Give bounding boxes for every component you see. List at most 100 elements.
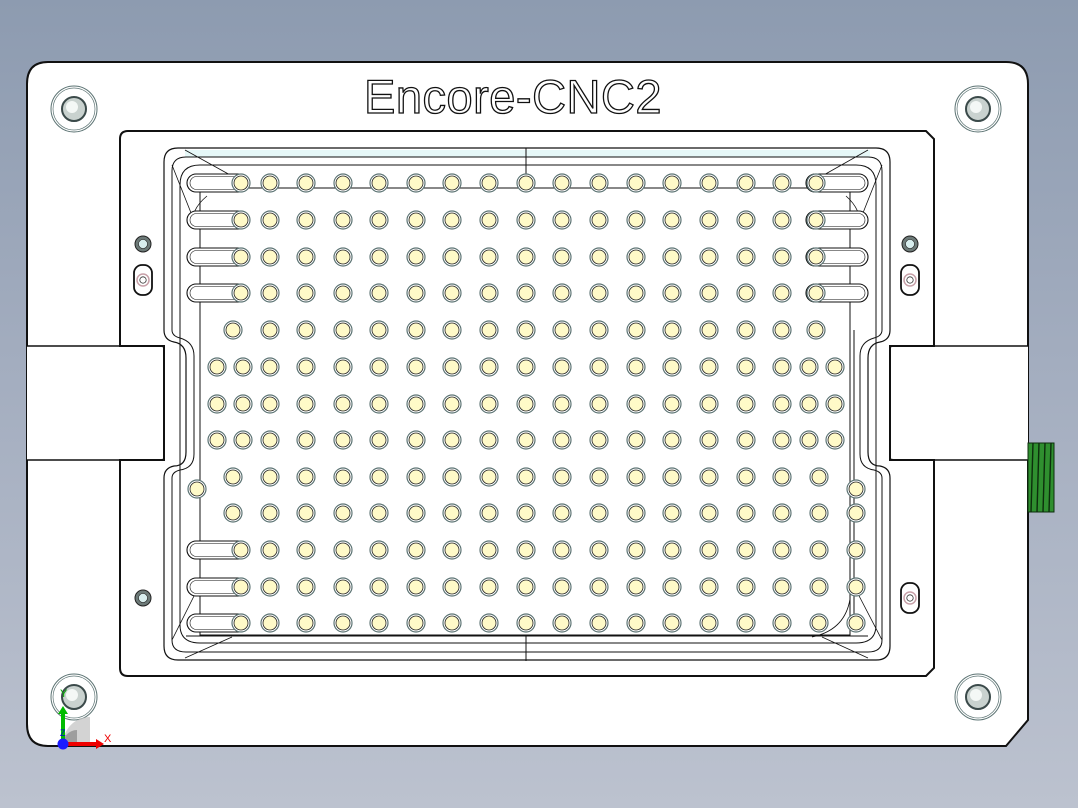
vacuum-hole <box>406 394 426 414</box>
vacuum-hole <box>296 247 316 267</box>
vacuum-hole <box>231 173 251 193</box>
vacuum-hole <box>825 357 845 377</box>
vacuum-hole <box>589 430 609 450</box>
vacuum-hole <box>626 394 646 414</box>
vacuum-hole <box>772 173 792 193</box>
vacuum-hole <box>552 394 572 414</box>
vacuum-hole <box>406 503 426 523</box>
vacuum-hole <box>260 320 280 340</box>
vacuum-hole <box>626 357 646 377</box>
vacuum-hole <box>260 613 280 633</box>
vacuum-hole <box>772 613 792 633</box>
vacuum-hole <box>626 320 646 340</box>
vacuum-hole <box>662 357 682 377</box>
vacuum-hole <box>662 540 682 560</box>
vacuum-hole <box>626 613 646 633</box>
vacuum-hole <box>516 283 536 303</box>
vacuum-hole <box>479 247 499 267</box>
vacuum-hole <box>516 613 536 633</box>
vacuum-hole <box>699 173 719 193</box>
right-handle-recess <box>879 345 1028 461</box>
vacuum-hole <box>626 210 646 230</box>
vacuum-hole <box>772 577 792 597</box>
vacuum-hole <box>772 430 792 450</box>
vacuum-hole <box>296 283 316 303</box>
vacuum-hole <box>662 430 682 450</box>
vacuum-hole <box>369 540 389 560</box>
vacuum-hole <box>806 283 826 303</box>
vacuum-hole <box>516 577 536 597</box>
vacuum-hole <box>479 577 499 597</box>
vacuum-hole <box>699 467 719 487</box>
vacuum-hole <box>296 577 316 597</box>
vacuum-hole <box>369 430 389 450</box>
vacuum-hole <box>369 613 389 633</box>
vacuum-hole <box>479 394 499 414</box>
vacuum-hole <box>479 283 499 303</box>
vacuum-hole <box>772 357 792 377</box>
dowel-pin-icon <box>134 235 152 253</box>
vacuum-hole <box>479 430 499 450</box>
vacuum-hole <box>296 210 316 230</box>
vacuum-hole <box>333 210 353 230</box>
vacuum-hole <box>589 394 609 414</box>
corner-bolt-icon <box>954 673 1002 721</box>
vacuum-hole <box>772 503 792 523</box>
vacuum-hole <box>260 467 280 487</box>
vacuum-hole <box>296 540 316 560</box>
vacuum-hole <box>772 320 792 340</box>
vacuum-hole <box>626 173 646 193</box>
vacuum-hole <box>736 467 756 487</box>
slot-pin-icon <box>133 264 153 296</box>
vacuum-hole <box>699 283 719 303</box>
pocket-tint-band <box>185 150 870 157</box>
vacuum-hole <box>626 540 646 560</box>
vacuum-hole <box>699 430 719 450</box>
vacuum-hole <box>736 430 756 450</box>
vacuum-hole <box>736 357 756 377</box>
vacuum-hole <box>333 467 353 487</box>
vacuum-hole <box>552 173 572 193</box>
vacuum-hole <box>589 357 609 377</box>
vacuum-hole <box>406 173 426 193</box>
vacuum-hole <box>662 173 682 193</box>
vacuum-hole <box>406 467 426 487</box>
vacuum-hole <box>552 467 572 487</box>
vacuum-hole <box>333 247 353 267</box>
vacuum-hole <box>516 503 536 523</box>
vacuum-hole <box>516 357 536 377</box>
vacuum-hole <box>333 503 353 523</box>
vacuum-hole <box>772 247 792 267</box>
vacuum-hole <box>333 173 353 193</box>
vacuum-hole <box>806 320 826 340</box>
vacuum-hole <box>662 283 682 303</box>
vacuum-hole <box>369 577 389 597</box>
vacuum-hole <box>233 394 253 414</box>
vacuum-hole <box>260 247 280 267</box>
vacuum-hole <box>806 210 826 230</box>
vacuum-hole <box>442 394 462 414</box>
axis-z-label: Z <box>60 728 66 738</box>
vacuum-hole <box>772 210 792 230</box>
vacuum-hole <box>406 357 426 377</box>
vacuum-hole <box>736 613 756 633</box>
vacuum-hole <box>809 467 829 487</box>
vacuum-hole <box>699 503 719 523</box>
corner-bolt-icon <box>50 673 98 721</box>
vacuum-hole <box>626 577 646 597</box>
vacuum-hole <box>825 430 845 450</box>
vacuum-hole <box>296 613 316 633</box>
vacuum-hole <box>699 357 719 377</box>
vacuum-hole <box>809 503 829 523</box>
vacuum-hole <box>442 430 462 450</box>
vacuum-hole <box>479 357 499 377</box>
vacuum-hole <box>333 540 353 560</box>
vacuum-hole <box>552 247 572 267</box>
vacuum-hole <box>809 577 829 597</box>
vacuum-hole <box>699 320 719 340</box>
axis-y-label: Y <box>60 688 68 700</box>
vacuum-hole <box>207 394 227 414</box>
vacuum-hole <box>369 503 389 523</box>
